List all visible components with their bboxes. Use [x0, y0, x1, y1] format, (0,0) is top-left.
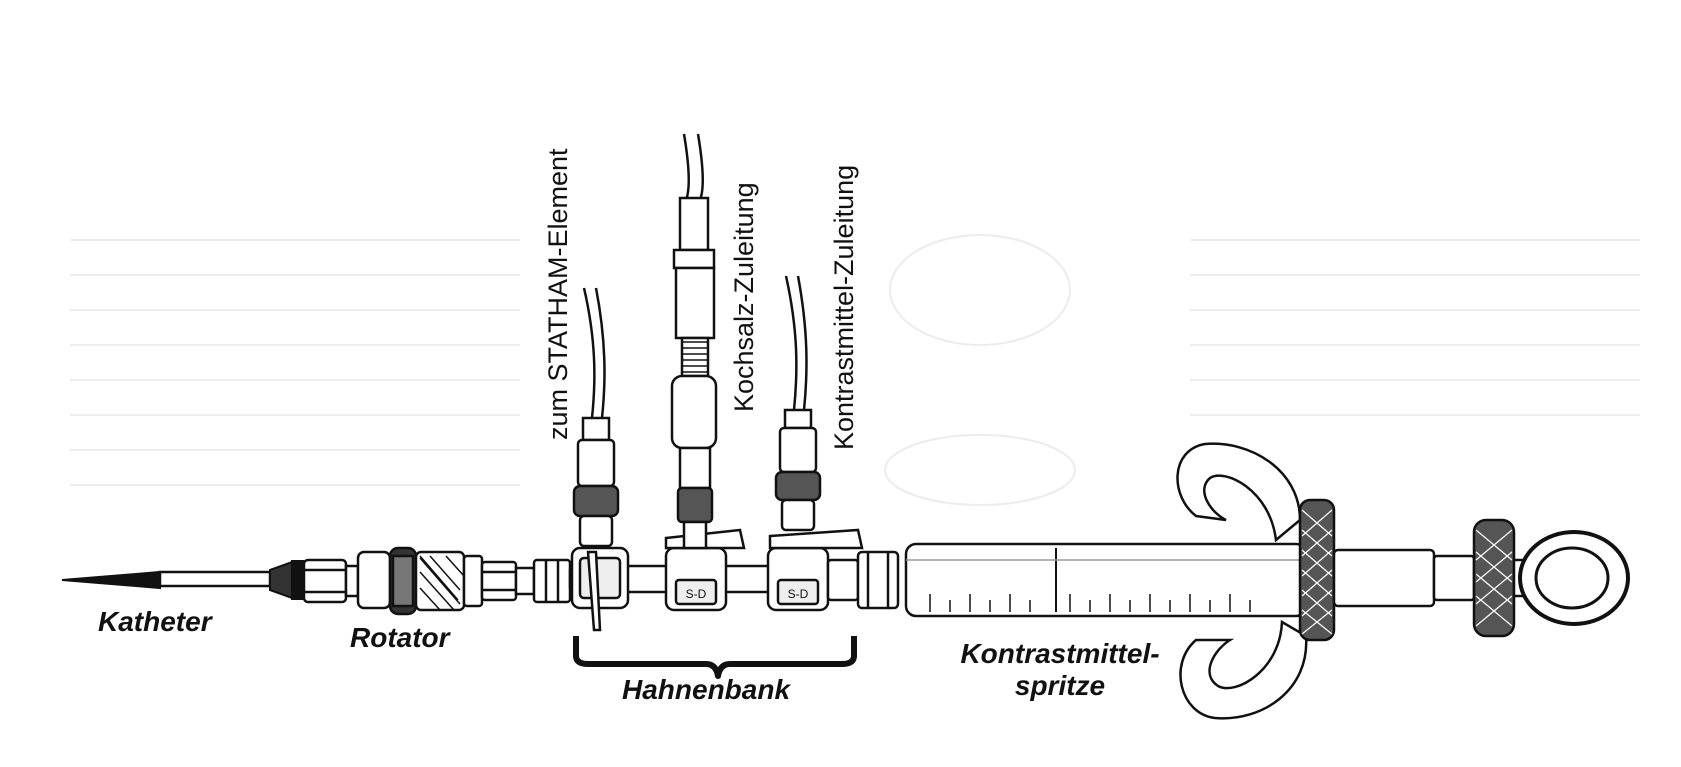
label-catheter: Katheter — [98, 606, 212, 637]
label-saline-line: Kochsalz-Zuleitung — [729, 182, 759, 412]
stopcock-bank-brace — [573, 636, 857, 679]
label-contrast-syringe-line2: spritze — [1014, 670, 1106, 702]
contrast-syringe — [904, 442, 1630, 720]
statham-line — [572, 287, 620, 548]
label-rotator: Rotator — [350, 622, 450, 653]
label-stopcock-bank: Hahnenbank — [622, 674, 791, 705]
label-statham-element: zum STATHAM-Element — [543, 148, 573, 440]
saline-line — [670, 133, 718, 550]
rotator — [302, 546, 572, 616]
valve-mark-1: S-D — [686, 587, 707, 601]
label-contrast-feed-line: Kontrastmittel-Zuleitung — [829, 164, 859, 450]
bleed-through-texture — [70, 234, 1640, 506]
label-contrast-syringe: Kontrastmittel- spritze — [940, 638, 1180, 702]
stopcock-bank — [568, 528, 900, 632]
contrast-feed-line — [774, 275, 822, 532]
label-contrast-syringe-line1: Kontrastmittel- — [960, 638, 1160, 669]
valve-mark-2: S-D — [788, 587, 809, 601]
catheter — [61, 560, 305, 600]
